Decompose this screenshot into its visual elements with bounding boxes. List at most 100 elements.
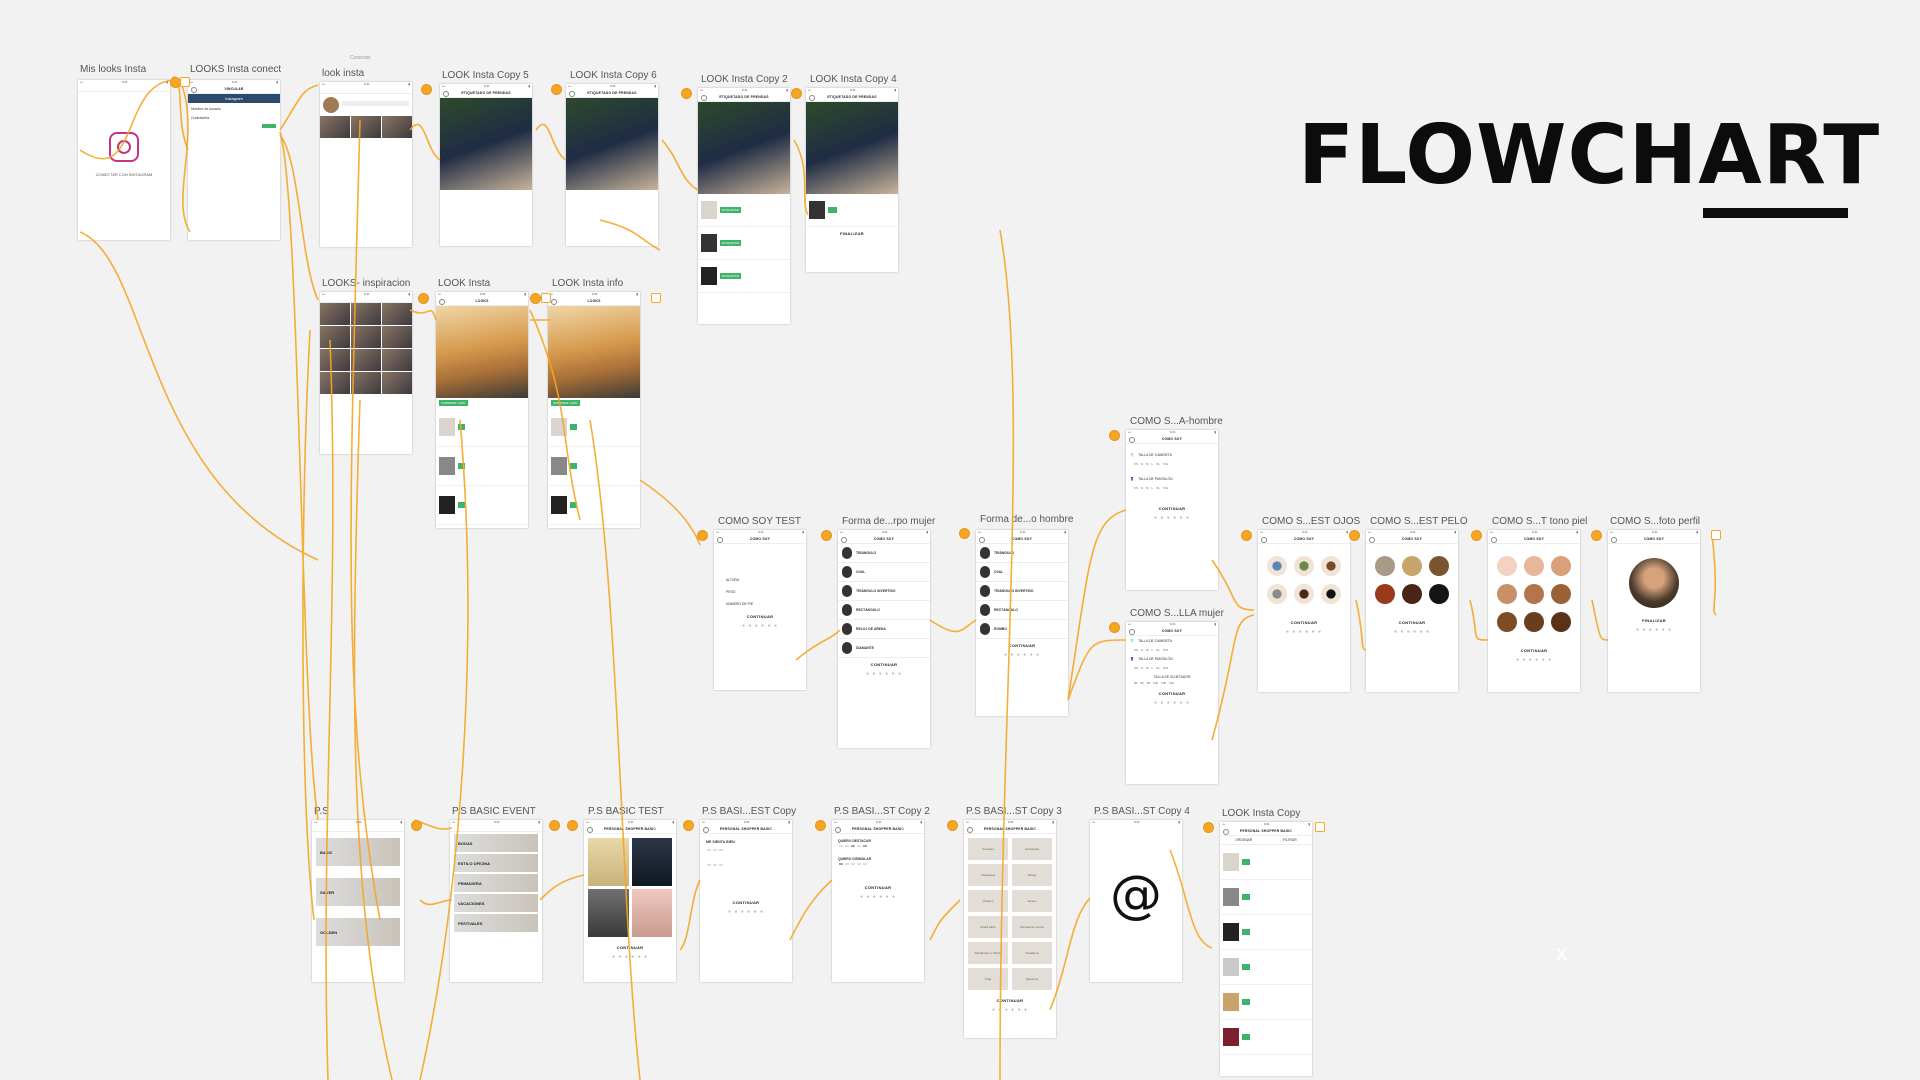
height-slider[interactable]: ALTURA xyxy=(726,578,740,582)
continue-button[interactable]: CONTINUAR xyxy=(1158,506,1186,511)
hair-color-grid[interactable] xyxy=(1366,544,1458,616)
username-field[interactable]: Nombre de usuario xyxy=(191,107,221,111)
link-handle[interactable] xyxy=(681,88,692,99)
finish-button[interactable]: FINALIZAR xyxy=(1642,618,1666,623)
artboard-look-insta-copy-5[interactable]: •••9:41▮ ETIQUETADO DE PRENDAS xyxy=(440,84,532,246)
link-handle[interactable] xyxy=(821,530,832,541)
style-photo-grid[interactable] xyxy=(584,834,676,941)
link-handle[interactable] xyxy=(1591,530,1602,541)
link-handle[interactable] xyxy=(791,88,802,99)
artboard-ps-basi-est-copy[interactable]: •••9:41▮ PERSONAL SHOPPER BASIC ME SIENT… xyxy=(700,820,792,982)
event-option[interactable]: VACACIONES xyxy=(454,894,538,912)
finish-button[interactable]: FINALIZAR xyxy=(840,231,864,236)
event-option[interactable]: FESTIVALES xyxy=(454,914,538,932)
chip-group[interactable] xyxy=(832,862,924,867)
body-option[interactable]: OVAL xyxy=(838,563,930,582)
artboard-look-insta-copy[interactable]: •••9:41▮ PERSONAL SHOPPER BASIC ORDENAR … xyxy=(1220,822,1312,1076)
link-handle[interactable] xyxy=(947,820,958,831)
continue-button[interactable]: CONTINUAR xyxy=(616,945,644,950)
chip-group[interactable] xyxy=(832,844,924,849)
login-button[interactable] xyxy=(262,124,276,128)
link-handle[interactable] xyxy=(1711,530,1721,540)
link-handle[interactable] xyxy=(1109,622,1120,633)
link-handle[interactable] xyxy=(411,820,422,831)
link-handle[interactable] xyxy=(1109,430,1120,441)
link-handle[interactable] xyxy=(1241,530,1252,541)
body-option[interactable]: TRIÁNGULO xyxy=(838,544,930,563)
close-icon[interactable]: x xyxy=(1556,940,1567,965)
artboard-look-insta-info[interactable]: •••9:41▮ LOOKS COMPRAR LOOK xyxy=(548,292,640,528)
artboard-como-pelo[interactable]: •••9:41▮ COMO SOY CONTINUAR ● ● ● ● ● ● xyxy=(1366,530,1458,692)
link-handle[interactable] xyxy=(815,820,826,831)
body-option[interactable]: RECTÁNGULO xyxy=(976,601,1068,620)
continue-button[interactable]: CONTINUAR xyxy=(1398,620,1426,625)
body-option[interactable]: DIAMANTE xyxy=(838,639,930,658)
artboard-como-tono[interactable]: •••9:41▮ COMO SOY CONTINUAR ● ● ● ● ● ● xyxy=(1488,530,1580,692)
link-handle[interactable] xyxy=(549,820,560,831)
tier-golden[interactable]: GOLDEN xyxy=(316,918,400,946)
shoe-size-slider[interactable]: NÚMERO DE PIE xyxy=(726,602,754,606)
body-option[interactable]: TRIÁNGULO INVERTIDO xyxy=(838,582,930,601)
artboard-ps-basi-st-copy-3[interactable]: •••9:41▮ PERSONAL SHOPPER BASIC Camisas … xyxy=(964,820,1056,1038)
artboard-ps-basi-st-copy-2[interactable]: •••9:41▮ PERSONAL SHOPPER BASIC QUIERO D… xyxy=(832,820,924,982)
link-handle[interactable] xyxy=(651,293,661,303)
link-handle[interactable] xyxy=(1203,822,1214,833)
weight-slider[interactable]: PESO xyxy=(726,590,736,594)
artboard-como-foto[interactable]: •••9:41▮ COMO SOY FINALIZAR ● ● ● ● ● ● xyxy=(1608,530,1700,692)
artboard-ps-basi-st-copy-4[interactable]: •••9:41▮ @ xyxy=(1090,820,1182,982)
link-handle[interactable] xyxy=(1315,822,1325,832)
eye-color-grid[interactable] xyxy=(1258,544,1350,616)
artboard-mis-looks-insta[interactable]: •••9:41▮ CONECTAR CON INSTAGRAM xyxy=(78,80,170,240)
artboard-look-insta[interactable]: •••9:41▮ LOOKS COMPRAR LOOK xyxy=(436,292,528,528)
sort-button[interactable]: ORDENAR xyxy=(1235,838,1253,842)
continue-button[interactable]: CONTINUAR xyxy=(1290,620,1318,625)
body-option[interactable]: TRIÁNGULO xyxy=(976,544,1068,563)
continue-button[interactable]: CONTINUAR xyxy=(732,900,760,905)
link-handle[interactable] xyxy=(180,77,190,87)
category-grid[interactable]: Camisas Camisetas Chaquetas Abrigo Chale… xyxy=(964,834,1056,994)
artboard-como-ojos[interactable]: •••9:41▮ COMO SOY CONTINUAR ● ● ● ● ● ● xyxy=(1258,530,1350,692)
event-option[interactable]: ESTILO OFICINA xyxy=(454,854,538,872)
continue-button[interactable]: CONTINUAR xyxy=(746,614,774,619)
link-handle[interactable] xyxy=(1349,530,1360,541)
buy-look-button[interactable]: COMPRAR LOOK xyxy=(551,400,580,406)
connect-instagram-button[interactable]: CONECTAR CON INSTAGRAM xyxy=(95,172,153,177)
continue-button[interactable]: CONTINUAR xyxy=(996,998,1024,1003)
link-handle[interactable] xyxy=(530,293,541,304)
body-option[interactable]: TRIÁNGULO INVERTIDO xyxy=(976,582,1068,601)
body-option[interactable]: RECTÁNGULO xyxy=(838,601,930,620)
artboard-forma-hombre[interactable]: •••9:41▮ COMO SOY TRIÁNGULO OVAL TRIÁNGU… xyxy=(976,530,1068,716)
artboard-ps-basic-event[interactable]: •••9:41▮ BODAS ESTILO OFICINA PRIMAVERA … xyxy=(450,820,542,982)
tag-button[interactable]: ETIQUETAR xyxy=(720,207,741,213)
body-option[interactable]: RELOJ DE ARENA xyxy=(838,620,930,639)
artboard-look-insta-copy-4[interactable]: •••9:41▮ ETIQUETADO DE PRENDAS FINALIZAR xyxy=(806,88,898,272)
link-handle[interactable] xyxy=(551,84,562,95)
artboard-ps[interactable]: •••9:41▮ BASIC SILVER GOLDEN xyxy=(312,820,404,982)
profile-photo[interactable] xyxy=(1629,558,1679,608)
artboard-forma-mujer[interactable]: •••9:41▮ COMO SOY TRIÁNGULO OVAL TRIÁNGU… xyxy=(838,530,930,748)
continue-button[interactable]: CONTINUAR xyxy=(1158,691,1186,696)
artboard-ps-basic-test[interactable]: •••9:41▮ PERSONAL SHOPPER BASIC CONTINUA… xyxy=(584,820,676,982)
link-handle[interactable] xyxy=(959,528,970,539)
tag-button[interactable]: ETIQUETAR xyxy=(720,273,741,279)
password-field[interactable]: Contraseña xyxy=(191,116,210,120)
artboard-looks-inspiracion[interactable]: •••9:41▮ xyxy=(320,292,412,454)
tag-button[interactable]: ETIQUETAR xyxy=(720,240,741,246)
tier-basic[interactable]: BASIC xyxy=(316,838,400,866)
body-option[interactable]: OVAL xyxy=(976,563,1068,582)
event-option[interactable]: BODAS xyxy=(454,834,538,852)
event-option[interactable]: PRIMAVERA xyxy=(454,874,538,892)
link-handle[interactable] xyxy=(683,820,694,831)
continue-button[interactable]: CONTINUAR xyxy=(1008,643,1036,648)
buy-look-button[interactable]: COMPRAR LOOK xyxy=(439,400,468,406)
body-option[interactable]: ROMBO xyxy=(976,620,1068,639)
skin-tone-grid[interactable] xyxy=(1488,544,1580,644)
artboard-looks-insta-conect[interactable]: •••9:41▮ VINCULAR Instagram Nombre de us… xyxy=(188,80,280,240)
link-handle[interactable] xyxy=(421,84,432,95)
